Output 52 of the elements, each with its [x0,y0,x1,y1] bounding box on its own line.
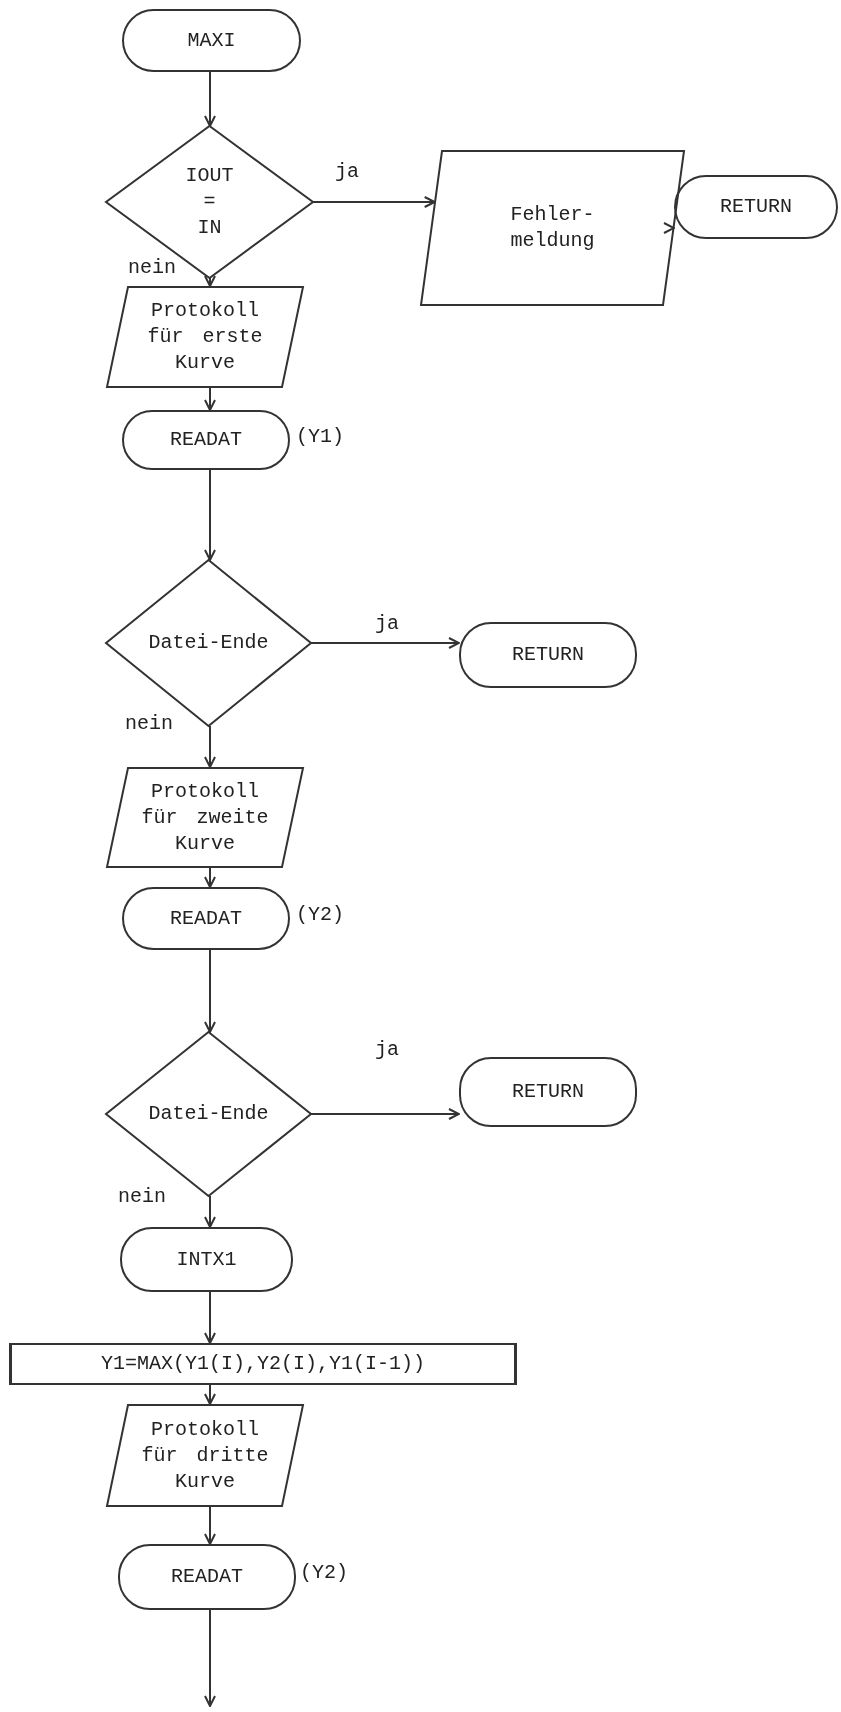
node-label: READAT [171,1564,243,1590]
terminal-shape [120,1227,293,1292]
node-label: Protokoll für zweite Kurve [140,778,270,857]
arrow [663,222,675,234]
node-label: RETURN [512,642,584,668]
io-parallelogram [106,767,304,868]
terminal-shape [118,1544,296,1610]
edge-label: ja [335,160,359,184]
arrow [204,1506,216,1545]
argument-label: (Y2) [300,1561,348,1585]
node-label: Protokoll für erste Kurve [146,298,264,376]
argument-label: (Y1) [296,425,344,449]
argument-label: (Y2) [296,903,344,927]
arrow [204,1291,216,1344]
arrow [204,725,216,768]
arrow [204,71,216,127]
node-label: RETURN [720,194,792,220]
arrow [310,1108,460,1120]
node-label: READAT [170,905,242,932]
arrow [310,637,460,649]
arrow [204,1609,216,1707]
terminal-shape [122,410,290,470]
node-label: READAT [170,427,242,453]
arrow [204,867,216,888]
terminal-shape [122,887,290,950]
arrow [204,1384,216,1405]
arrow [204,275,216,287]
edge-label: ja [375,1038,399,1062]
arrow [204,469,216,561]
arrow [204,1195,216,1228]
arrow [204,949,216,1033]
node-label: Datei-Ende [148,1101,269,1127]
node-label: Y1=MAX(Y1(I),Y2(I),Y1(I-1)) [100,1351,426,1377]
node-label: MAXI [187,27,236,54]
terminal-shape [459,622,637,688]
arrow [312,196,436,208]
io-parallelogram [106,1404,304,1507]
decision-diamond [106,126,313,278]
io-parallelogram [420,150,685,306]
node-label: IOUT = IN [184,163,235,241]
node-label: RETURN [512,1079,584,1105]
edge-label: ja [375,612,399,636]
node-label: Datei-Ende [148,630,269,656]
process-box [9,1343,517,1385]
node-label: Fehler- meldung [509,202,596,254]
arrow [204,387,216,411]
node-label: INTX1 [176,1246,237,1273]
terminal-shape [459,1057,637,1127]
node-label: Protokoll für dritte Kurve [140,1416,270,1495]
io-parallelogram [106,286,304,388]
terminal-shape [674,175,838,239]
terminal-shape [122,9,301,72]
